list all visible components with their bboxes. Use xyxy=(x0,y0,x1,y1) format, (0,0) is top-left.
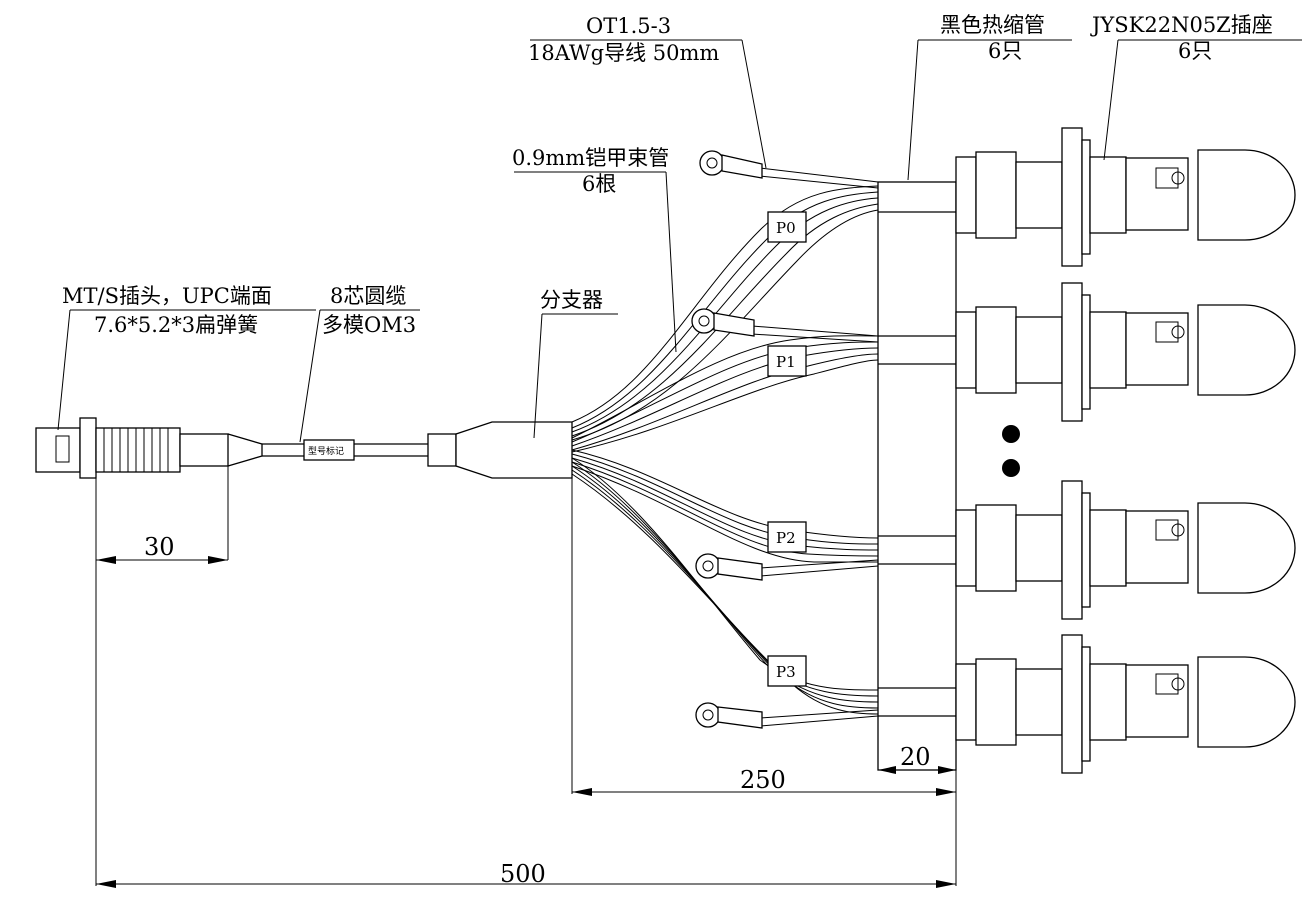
dimension-30-label: 30 xyxy=(144,533,175,561)
callout-cable-line2: 多模OM3 xyxy=(322,313,416,337)
branch-label-p2: P2 xyxy=(776,529,796,547)
callout-socket-line2: 6只 xyxy=(1178,39,1212,63)
dimension-250-label: 250 xyxy=(740,766,786,794)
callout-tube-line2: 6根 xyxy=(582,172,616,196)
branch-label-p3: P3 xyxy=(776,663,796,681)
cable-tag-label: 型号标记 xyxy=(308,445,344,457)
dimension-20: 20 xyxy=(878,743,956,774)
callout-cable-line1: 8芯圆缆 xyxy=(330,284,406,308)
callout-wire: OT1.5-3 18AWg导线 50mm xyxy=(528,14,767,169)
callout-wire-line1: OT1.5-3 xyxy=(586,14,671,38)
socket-1 xyxy=(955,127,1296,267)
branch-label-p1: P1 xyxy=(776,353,796,371)
dimension-20-label: 20 xyxy=(900,743,931,771)
callout-socket-line1: JYSK22N05Z插座 xyxy=(1090,13,1273,37)
callout-cable: 8芯圆缆 多模OM3 xyxy=(299,284,420,443)
ellipsis-dot xyxy=(1002,425,1020,443)
socket-4 xyxy=(955,634,1296,774)
heat-shrink-tubes xyxy=(877,181,957,771)
callout-splitter-label: 分支器 xyxy=(540,288,603,312)
callout-shrink-line2: 6只 xyxy=(988,39,1022,63)
callout-tube: 0.9mm铠甲束管 6根 xyxy=(512,146,677,353)
callout-plug-line1: MT/S插头，UPC端面 xyxy=(62,284,272,308)
branch-labels: P0 P1 P2 P3 xyxy=(767,211,807,687)
fanout-bundles xyxy=(571,185,879,715)
branch-label-p0: P0 xyxy=(776,219,796,237)
dimension-30: 30 xyxy=(96,466,229,564)
dimension-500-label: 500 xyxy=(500,860,546,888)
callout-wire-line2: 18AWg导线 50mm xyxy=(528,41,719,65)
round-cable: 型号标记 xyxy=(262,439,428,461)
callout-splitter: 分支器 xyxy=(533,288,618,439)
callout-socket: JYSK22N05Z插座 6只 xyxy=(1090,13,1302,161)
socket-3 xyxy=(955,480,1296,620)
mts-plug xyxy=(35,417,263,479)
ellipsis-dot xyxy=(1002,459,1020,477)
callout-tube-line1: 0.9mm铠甲束管 xyxy=(512,146,669,170)
dimension-500: 500 xyxy=(95,478,956,888)
callout-plug: MT/S插头，UPC端面 7.6*5.2*3扁弹簧 xyxy=(57,284,316,431)
socket-2 xyxy=(955,282,1296,422)
callout-plug-line2: 7.6*5.2*3扁弹簧 xyxy=(94,313,258,337)
callout-shrink-line1: 黑色热缩管 xyxy=(940,13,1045,37)
dimension-250: 250 xyxy=(571,478,957,886)
ground-wires xyxy=(691,150,879,729)
callout-shrink: 黑色热缩管 6只 xyxy=(907,13,1072,181)
splitter xyxy=(427,421,573,479)
